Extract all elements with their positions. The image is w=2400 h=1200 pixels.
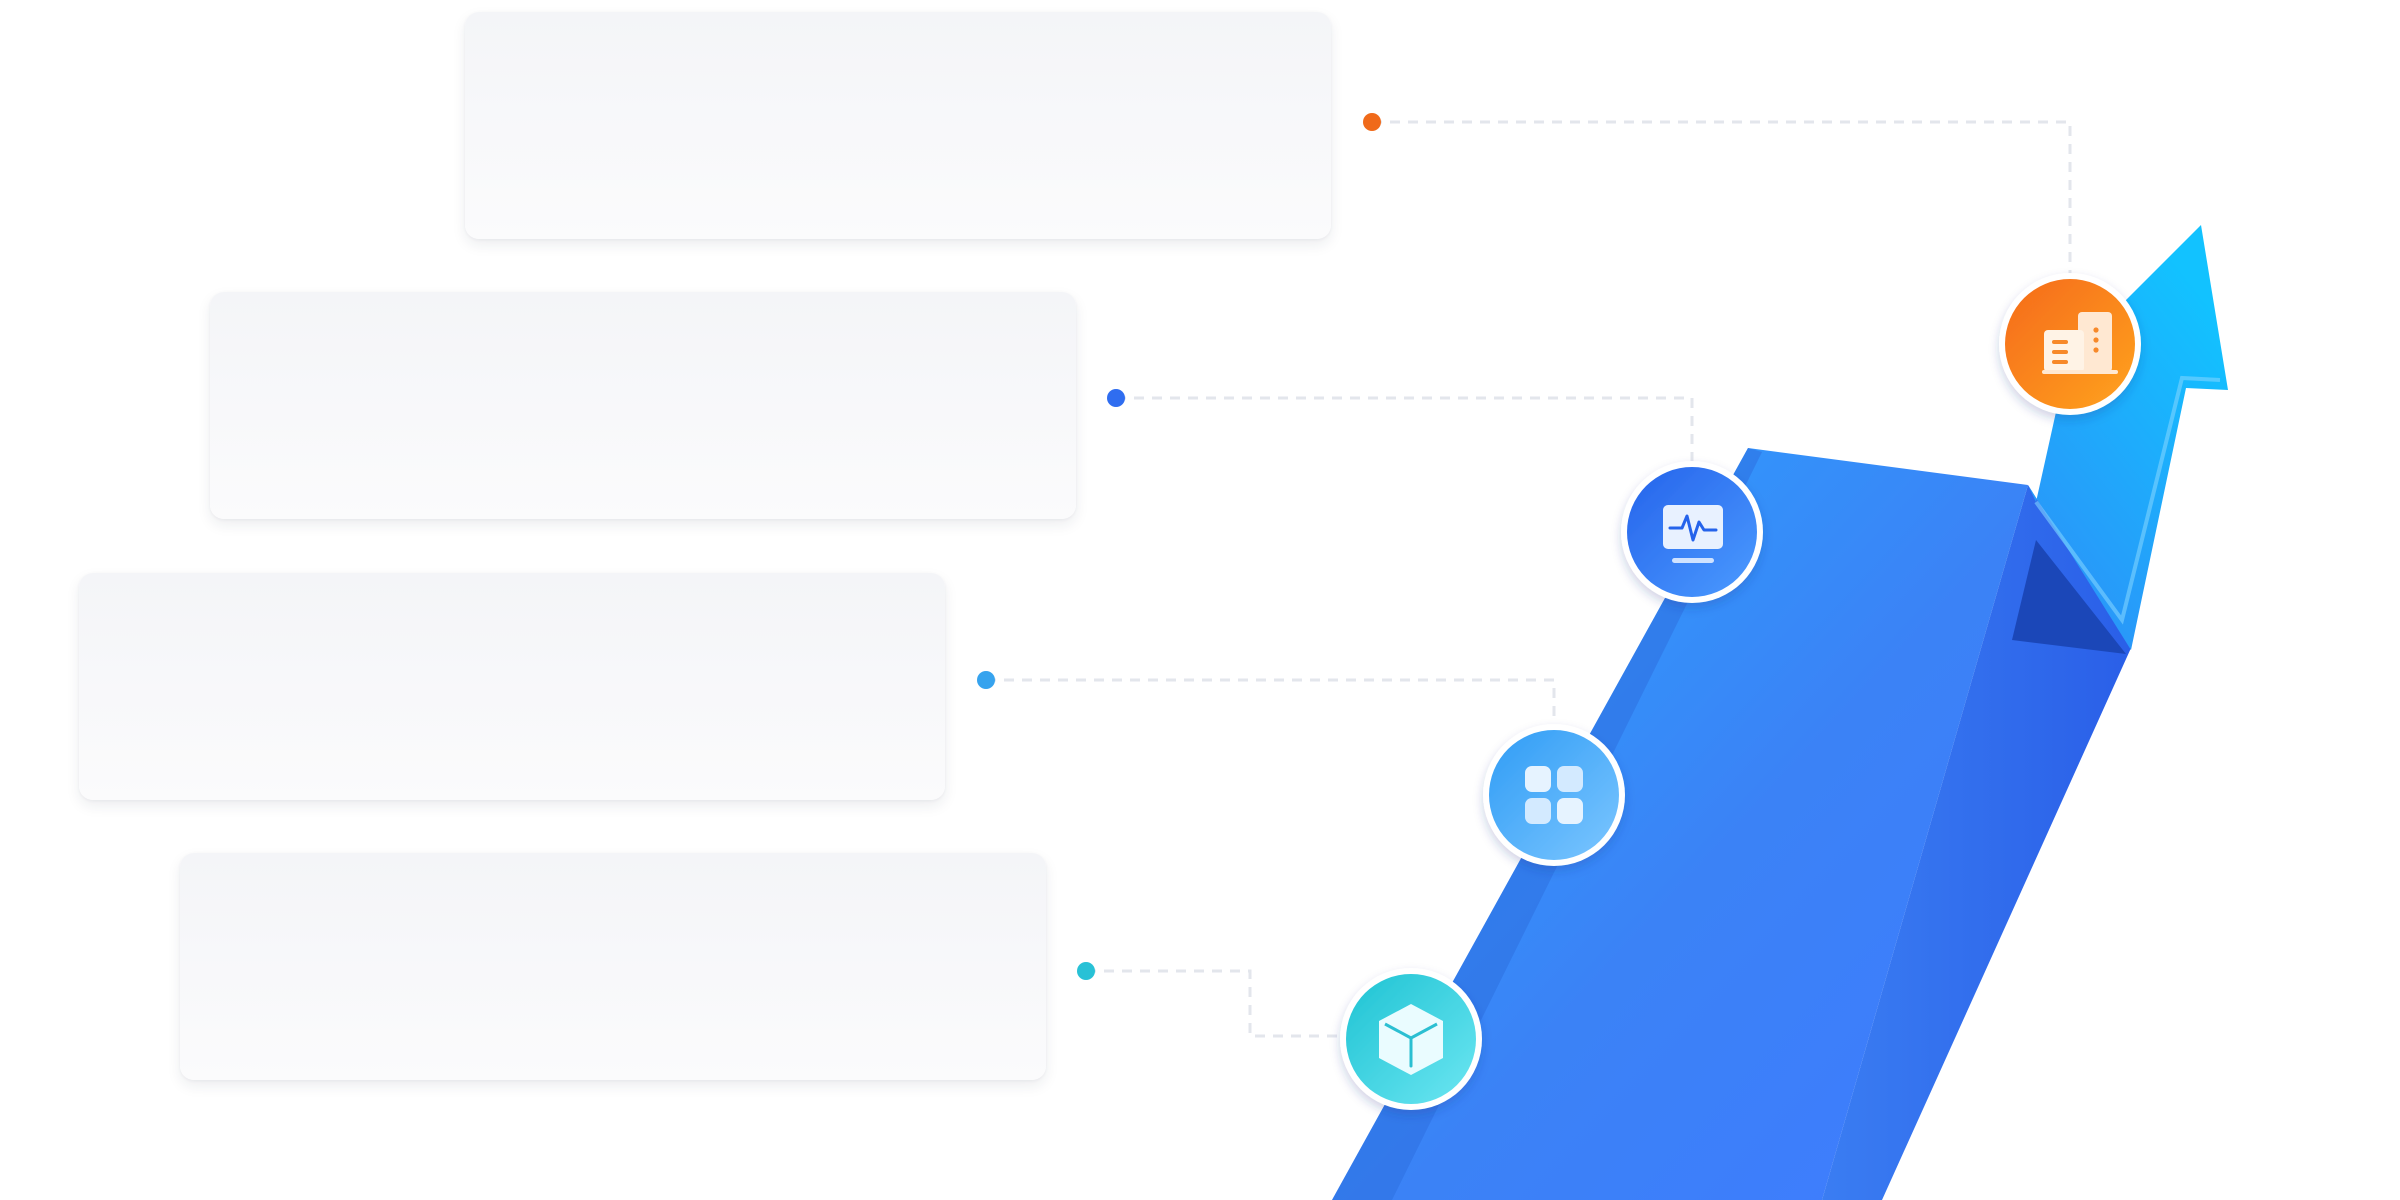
- connector-dot-2: [1107, 389, 1125, 407]
- connector-line-3: [986, 678, 1556, 728]
- step-card-2: [210, 292, 1076, 519]
- arrow-side-face: [1822, 485, 2131, 1200]
- step-icon-3: [1483, 724, 1625, 866]
- connector-dot-3: [977, 671, 995, 689]
- connector-dot-4: [1077, 962, 1095, 980]
- cube-icon: [1379, 1004, 1443, 1075]
- step-card-4: [180, 853, 1046, 1080]
- arrow-tip-highlight: [2034, 375, 2221, 625]
- connector-line-4: [1086, 969, 1342, 1038]
- arrow-front-face: [1332, 448, 2028, 1200]
- step-card-3: [79, 573, 945, 800]
- grid-apps-icon: [1525, 766, 1583, 824]
- connector-line-2: [1116, 396, 1694, 462]
- connector-dot-1: [1363, 113, 1381, 131]
- monitor-pulse-icon: [1663, 505, 1723, 563]
- step-card-1: [465, 12, 1331, 239]
- arrow-fold: [2012, 540, 2126, 654]
- connector-lines: [986, 120, 2072, 1038]
- building-icon: [2042, 312, 2118, 374]
- connector-line-1: [1372, 120, 2072, 276]
- arrow-tip-shaft: [2028, 225, 2228, 650]
